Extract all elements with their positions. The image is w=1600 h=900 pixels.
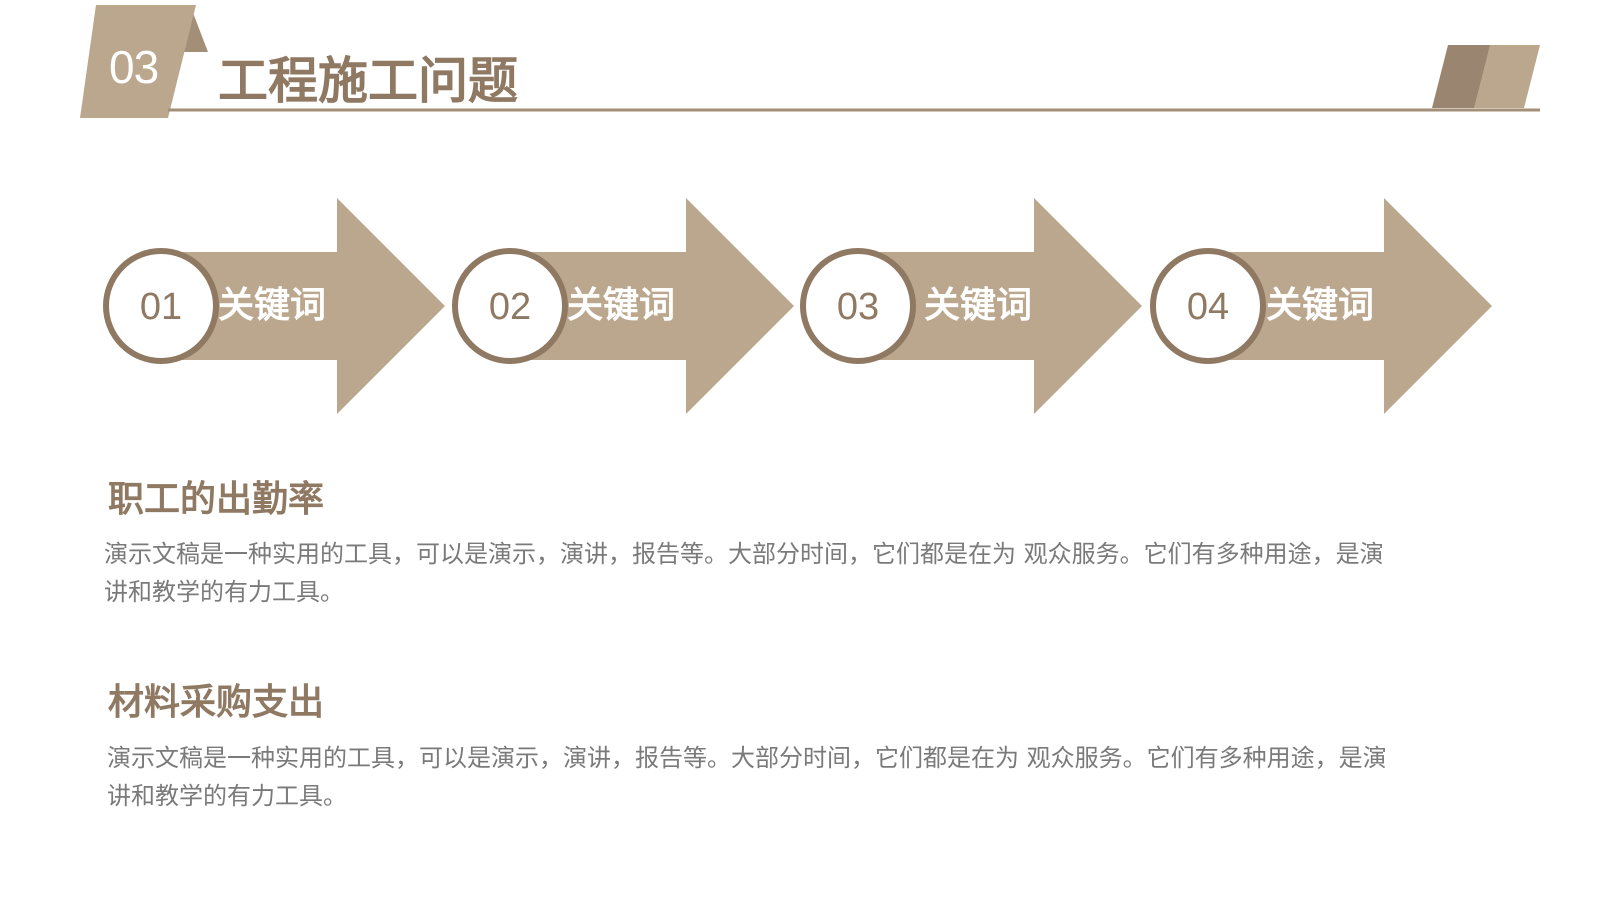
- step-arrow-2: [509, 198, 794, 414]
- step-circle-3: [800, 248, 916, 364]
- header-right-bar-light: [1474, 45, 1540, 108]
- section-body-attendance: 演示文稿是一种实用的工具，可以是演示，演讲，报告等。大部分时间，它们都是在为 观…: [104, 540, 1384, 606]
- step-label-1: 关键词: [218, 285, 327, 326]
- section-number: 03: [109, 41, 159, 93]
- step-number-3: 03: [836, 286, 880, 328]
- step-arrow-4: [1207, 198, 1492, 414]
- step-circle-4: [1150, 248, 1266, 364]
- header-right-bar-dark: [1432, 45, 1492, 108]
- step-arrow-3: [857, 198, 1142, 414]
- process-arrows: [103, 198, 1492, 414]
- step-label-2: 关键词: [567, 285, 676, 326]
- step-arrow-1: [160, 198, 445, 414]
- step-number-4: 04: [1186, 286, 1230, 328]
- header-decoration: [80, 5, 1540, 118]
- step-number-2: 02: [488, 286, 532, 328]
- section-heading-attendance: 职工的出勤率: [108, 479, 325, 520]
- step-number-1: 01: [139, 286, 183, 328]
- step-circle-1: [103, 248, 219, 364]
- page-title: 工程施工问题: [218, 52, 518, 110]
- step-label-4: 关键词: [1266, 285, 1375, 326]
- section-body-procurement: 演示文稿是一种实用的工具，可以是演示，演讲，报告等。大部分时间，它们都是在为 观…: [107, 744, 1387, 810]
- step-circle-2: [452, 248, 568, 364]
- step-label-3: 关键词: [924, 285, 1033, 326]
- header-number-tab: [80, 5, 196, 118]
- section-heading-procurement: 材料采购支出: [108, 682, 325, 723]
